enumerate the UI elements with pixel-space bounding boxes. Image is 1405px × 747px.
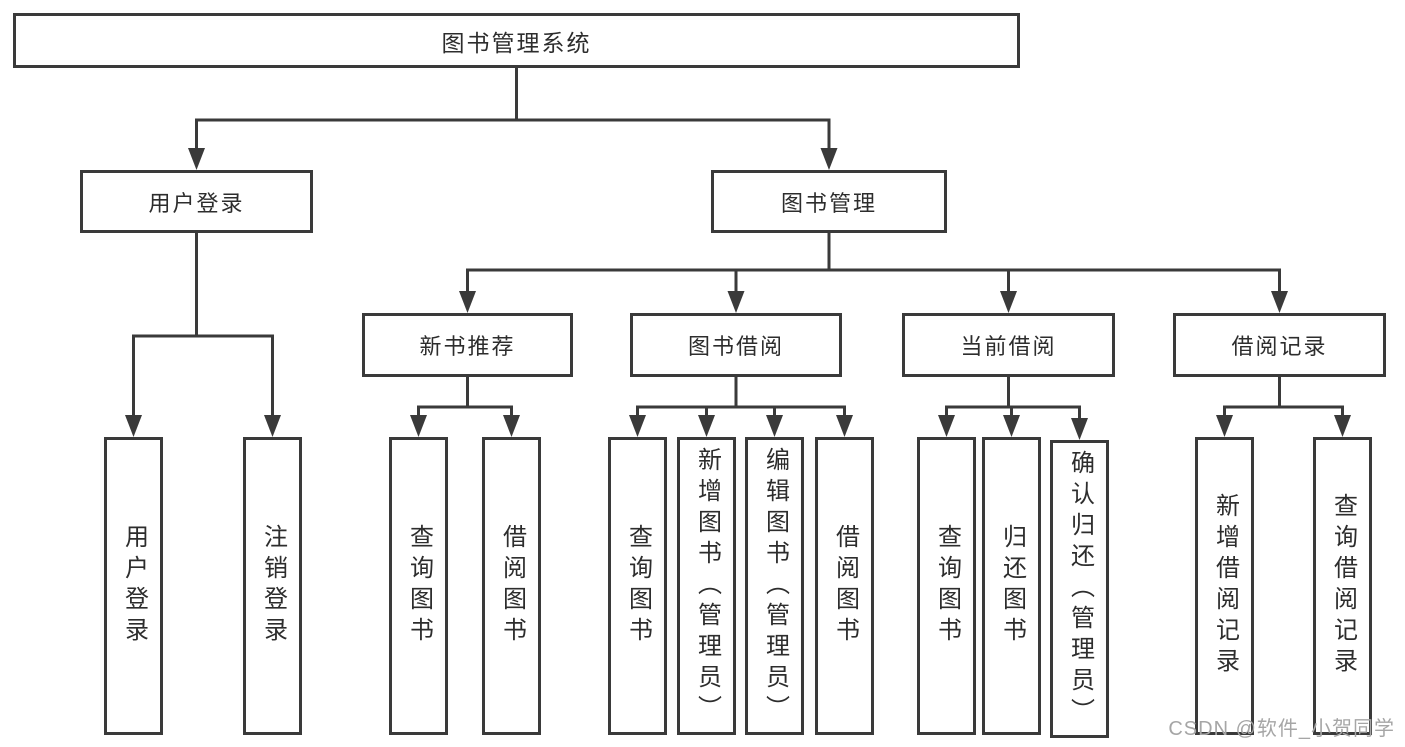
node-book-borrowing: 图书借阅 (630, 313, 842, 377)
node-new-book-recommendation: 新书推荐 (362, 313, 573, 377)
leaf-user-login: 用户登录 (104, 437, 163, 735)
leaf-logout: 注销登录 (243, 437, 302, 735)
node-book-management: 图书管理 (711, 170, 947, 233)
leaf-query-borrow-record: 查询借阅记录 (1313, 437, 1372, 735)
leaf-return-books: 归还图书 (982, 437, 1041, 735)
csdn-watermark: CSDN @软件_小贺同学 (1168, 718, 1395, 740)
node-borrowing-records: 借阅记录 (1173, 313, 1386, 377)
leaf-add-books-admin: 新增图书（管理员） (677, 437, 736, 735)
leaf-borrow-books-recommend: 借阅图书 (482, 437, 541, 735)
node-current-borrowing: 当前借阅 (902, 313, 1115, 377)
node-user-login: 用户登录 (80, 170, 313, 233)
leaf-confirm-return-admin: 确认归还（管理员） (1050, 440, 1109, 738)
leaf-query-books-borrow: 查询图书 (608, 437, 667, 735)
node-library-management-system: 图书管理系统 (13, 13, 1020, 68)
leaf-query-books-recommend: 查询图书 (389, 437, 448, 735)
leaf-query-books-current: 查询图书 (917, 437, 976, 735)
leaf-edit-books-admin: 编辑图书（管理员） (745, 437, 804, 735)
leaf-add-borrow-record: 新增借阅记录 (1195, 437, 1254, 735)
leaf-borrow-books: 借阅图书 (815, 437, 874, 735)
